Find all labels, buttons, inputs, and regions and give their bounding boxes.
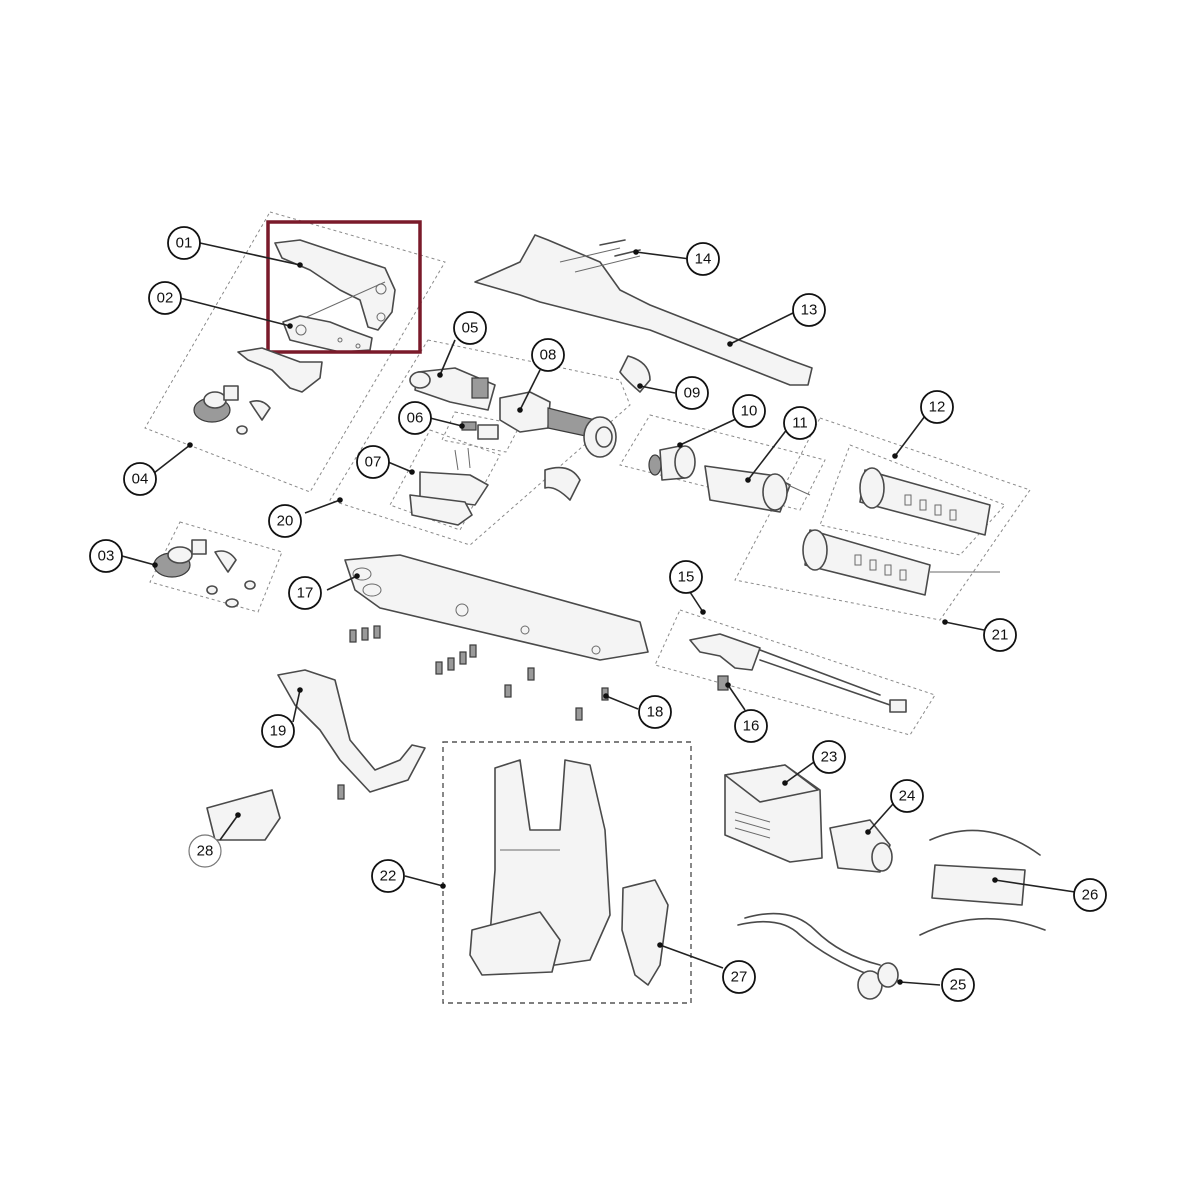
group-outline-15	[654, 609, 936, 736]
callout-17: 17	[288, 576, 322, 610]
group-outline-06	[441, 411, 521, 453]
group-outline-20	[329, 339, 631, 546]
svg-text:03: 03	[98, 548, 115, 565]
part-pin-06	[461, 421, 499, 440]
part-gear-04	[193, 385, 271, 435]
part-bracket-09	[619, 355, 651, 393]
svg-text:11: 11	[792, 415, 808, 432]
svg-text:26: 26	[1082, 887, 1099, 904]
part-anvil-blade	[237, 347, 323, 393]
svg-text:02: 02	[157, 290, 174, 307]
svg-text:17: 17	[297, 585, 314, 602]
callout-18: 18	[638, 695, 672, 729]
svg-text:12: 12	[929, 399, 946, 416]
callout-04: 04	[123, 462, 157, 496]
part-guard-19	[277, 669, 426, 800]
callout-23: 23	[812, 740, 846, 774]
svg-text:01: 01	[176, 235, 193, 252]
callout-27: 27	[722, 960, 756, 994]
svg-text:10: 10	[741, 403, 758, 420]
leader-dots	[152, 249, 998, 985]
part-holster-27	[621, 879, 669, 986]
callout-08: 08	[531, 338, 565, 372]
part-module-12	[859, 467, 991, 536]
group-outline-07	[389, 429, 501, 531]
callout-12: 12	[920, 390, 954, 424]
group-outlines	[144, 211, 1031, 1004]
part-screw-08	[499, 391, 617, 458]
callout-24: 24	[890, 779, 924, 813]
part-motor-11	[704, 465, 811, 513]
svg-text:18: 18	[647, 704, 664, 721]
svg-text:20: 20	[277, 513, 294, 530]
svg-text:22: 22	[380, 868, 397, 885]
callout-09: 09	[675, 376, 709, 410]
group-outline-03	[149, 521, 283, 613]
part-coupler-10	[648, 445, 696, 481]
callout-10: 10	[732, 394, 766, 428]
callout-26: 26	[1073, 878, 1107, 912]
group-outline-10-11	[619, 414, 826, 511]
group-outline-22	[442, 741, 692, 1004]
svg-text:28: 28	[197, 843, 214, 860]
callout-16: 16	[734, 709, 768, 743]
callout-11: 11	[783, 406, 817, 440]
callout-20: 20	[268, 504, 302, 538]
svg-text:23: 23	[821, 749, 838, 766]
group-outline-12	[819, 444, 1006, 556]
part-pad-28	[206, 789, 281, 841]
part-module-21	[802, 529, 1000, 596]
callout-07: 07	[356, 445, 390, 479]
callout-14: 14	[686, 242, 720, 276]
part-gear-03	[153, 539, 256, 608]
callout-22: 22	[371, 859, 405, 893]
callout-21: 21	[983, 618, 1017, 652]
svg-text:24: 24	[899, 788, 916, 805]
part-blade-01	[274, 239, 396, 331]
callouts: 01 02 03 04 05 06 07 08 09 10 11 12 13 1…	[89, 226, 1107, 1002]
svg-text:14: 14	[695, 251, 712, 268]
part-bracket-lower	[544, 466, 581, 501]
part-trigger-15	[689, 633, 907, 713]
callout-25: 25	[941, 968, 975, 1002]
svg-text:05: 05	[462, 320, 479, 337]
group-outline-21	[734, 417, 1031, 621]
highlight-box-01-02	[266, 220, 422, 354]
svg-text:15: 15	[678, 569, 695, 586]
callout-28: 28	[188, 834, 222, 868]
callout-13: 13	[792, 293, 826, 327]
svg-text:08: 08	[540, 347, 557, 364]
part-battery-23	[724, 764, 823, 863]
svg-text:21: 21	[992, 627, 1009, 644]
svg-text:06: 06	[407, 410, 424, 427]
svg-text:19: 19	[270, 723, 287, 740]
part-harness-22	[469, 759, 611, 976]
callout-05: 05	[453, 311, 487, 345]
part-housing-07	[409, 447, 489, 526]
part-shaft-05	[409, 367, 496, 411]
svg-text:09: 09	[684, 385, 701, 402]
callout-01: 01	[167, 226, 201, 260]
callout-19: 19	[261, 714, 295, 748]
part-blade-02	[282, 315, 373, 353]
callout-06: 06	[398, 401, 432, 435]
svg-text:13: 13	[801, 302, 818, 319]
callout-03: 03	[89, 539, 123, 573]
svg-text:07: 07	[365, 454, 382, 471]
leader-lines	[121, 242, 1076, 986]
callout-02: 02	[148, 281, 182, 315]
part-adapter-24	[829, 819, 893, 873]
part-cover-13	[474, 234, 813, 386]
svg-text:16: 16	[743, 718, 760, 735]
part-charger-26	[919, 829, 1046, 936]
svg-text:27: 27	[731, 969, 748, 986]
svg-text:25: 25	[950, 977, 967, 994]
part-body-17	[344, 554, 649, 721]
part-cable-25	[737, 912, 899, 1000]
group-outline-04	[144, 211, 446, 493]
callout-15: 15	[669, 560, 703, 594]
svg-text:04: 04	[132, 471, 149, 488]
